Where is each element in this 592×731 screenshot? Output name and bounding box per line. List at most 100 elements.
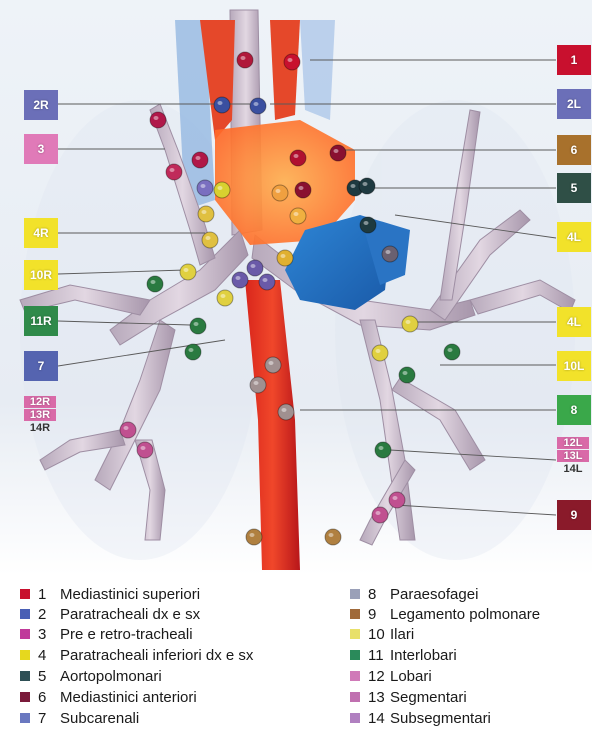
- legend-item-7: 7 Subcarenali: [20, 708, 139, 728]
- legend-label: Subcarenali: [60, 710, 139, 727]
- lymph-node-highlight: [254, 381, 259, 385]
- station-1: 1: [557, 45, 591, 75]
- legend-label: Segmentari: [390, 689, 467, 706]
- legend-swatch: [350, 650, 360, 660]
- lymph-node-highlight: [294, 154, 299, 158]
- lymph-node-highlight: [124, 426, 129, 430]
- legend-label: Mediastinici anteriori: [60, 689, 197, 706]
- lymph-node: [214, 182, 230, 198]
- legend-label: Lobari: [390, 668, 432, 685]
- lymph-node: [214, 97, 230, 113]
- lymph-node: [217, 290, 233, 306]
- legend-label: Pre e retro-tracheali: [60, 626, 193, 643]
- lymph-node: [120, 422, 136, 438]
- legend-item-8: 8 Paraesofagei: [350, 584, 478, 604]
- lymph-node: [250, 377, 266, 393]
- station-11R: 11R: [24, 306, 58, 336]
- lymph-node: [444, 344, 460, 360]
- lymph-node-highlight: [276, 189, 281, 193]
- lymph-node: [372, 345, 388, 361]
- lymph-node-highlight: [236, 276, 241, 280]
- station-13R: 13R: [24, 409, 56, 421]
- lymph-node: [330, 145, 346, 161]
- lymph-node: [190, 318, 206, 334]
- lymph-node: [278, 404, 294, 420]
- legend-number: 4: [38, 647, 60, 664]
- lymph-node-highlight: [281, 254, 286, 258]
- lymph-node-highlight: [294, 212, 299, 216]
- lymph-node-highlight: [206, 236, 211, 240]
- legend-number: 10: [368, 626, 390, 643]
- lymph-node-highlight: [241, 56, 246, 60]
- legend-swatch: [350, 589, 360, 599]
- lymph-node-highlight: [386, 250, 391, 254]
- legend-swatch: [350, 713, 360, 723]
- legend-swatch: [20, 692, 30, 702]
- legend-item-4: 4 Paratracheali inferiori dx e sx: [20, 645, 253, 665]
- lymph-node-highlight: [141, 446, 146, 450]
- lymph-node: [382, 246, 398, 262]
- lymph-node-highlight: [393, 496, 398, 500]
- lymph-node: [246, 529, 262, 545]
- legend-number: 12: [368, 668, 390, 685]
- legend-swatch: [20, 609, 30, 619]
- lymph-node-highlight: [184, 268, 189, 272]
- lymph-node: [237, 52, 253, 68]
- lymph-node-highlight: [194, 322, 199, 326]
- legend-number: 1: [38, 586, 60, 603]
- station-13L: 13L: [557, 450, 589, 462]
- lymph-node-highlight: [299, 186, 304, 190]
- lymph-node-highlight: [448, 348, 453, 352]
- lymph-node-highlight: [376, 511, 381, 515]
- legend-swatch: [350, 629, 360, 639]
- legend-item-12: 12 Lobari: [350, 666, 432, 686]
- lymph-node: [375, 442, 391, 458]
- lymph-node-highlight: [154, 116, 159, 120]
- lymph-node-highlight: [364, 221, 369, 225]
- lymph-node-highlight: [269, 361, 274, 365]
- legend-label: Paratracheali inferiori dx e sx: [60, 647, 253, 664]
- station-3: 3: [24, 134, 58, 164]
- lymph-node: [389, 492, 405, 508]
- station-10R: 10R: [24, 260, 58, 290]
- lymph-node: [265, 357, 281, 373]
- lymph-node: [360, 217, 376, 233]
- legend-number: 6: [38, 689, 60, 706]
- lymph-node-highlight: [170, 168, 175, 172]
- lymph-node: [290, 208, 306, 224]
- legend-label: Aortopolmonari: [60, 668, 162, 685]
- lymph-node-highlight: [202, 210, 207, 214]
- lymph-node-highlight: [263, 278, 268, 282]
- legend-number: 3: [38, 626, 60, 643]
- lymph-node: [247, 260, 263, 276]
- legend-item-9: 9 Legamento polmonare: [350, 604, 540, 624]
- legend-swatch: [20, 650, 30, 660]
- station-4R: 4R: [24, 218, 58, 248]
- legend-item-1: 1 Mediastinici superiori: [20, 584, 200, 604]
- legend-label: Subsegmentari: [390, 710, 491, 727]
- legend-label: Interlobari: [390, 647, 457, 664]
- legend-number: 7: [38, 710, 60, 727]
- lymph-node: [399, 367, 415, 383]
- legend-number: 2: [38, 606, 60, 623]
- station-5: 5: [557, 173, 591, 203]
- lymph-node-highlight: [218, 101, 223, 105]
- lymph-node-highlight: [282, 408, 287, 412]
- station-12R: 12R: [24, 396, 56, 408]
- legend-label: Mediastinici superiori: [60, 586, 200, 603]
- lymph-node-highlight: [406, 320, 411, 324]
- legend-number: 9: [368, 606, 390, 623]
- lymph-node: [147, 276, 163, 292]
- lymph-node: [359, 178, 375, 194]
- station-4L-lower: 4L: [557, 307, 591, 337]
- lymph-node-highlight: [363, 182, 368, 186]
- lymph-node: [277, 250, 293, 266]
- lymph-node: [137, 442, 153, 458]
- station-12L: 12L: [557, 437, 589, 449]
- lymph-node-highlight: [250, 533, 255, 537]
- station-14R: 14R: [24, 422, 56, 434]
- lymph-node: [197, 180, 213, 196]
- lymph-node-highlight: [254, 102, 259, 106]
- lymph-node: [259, 274, 275, 290]
